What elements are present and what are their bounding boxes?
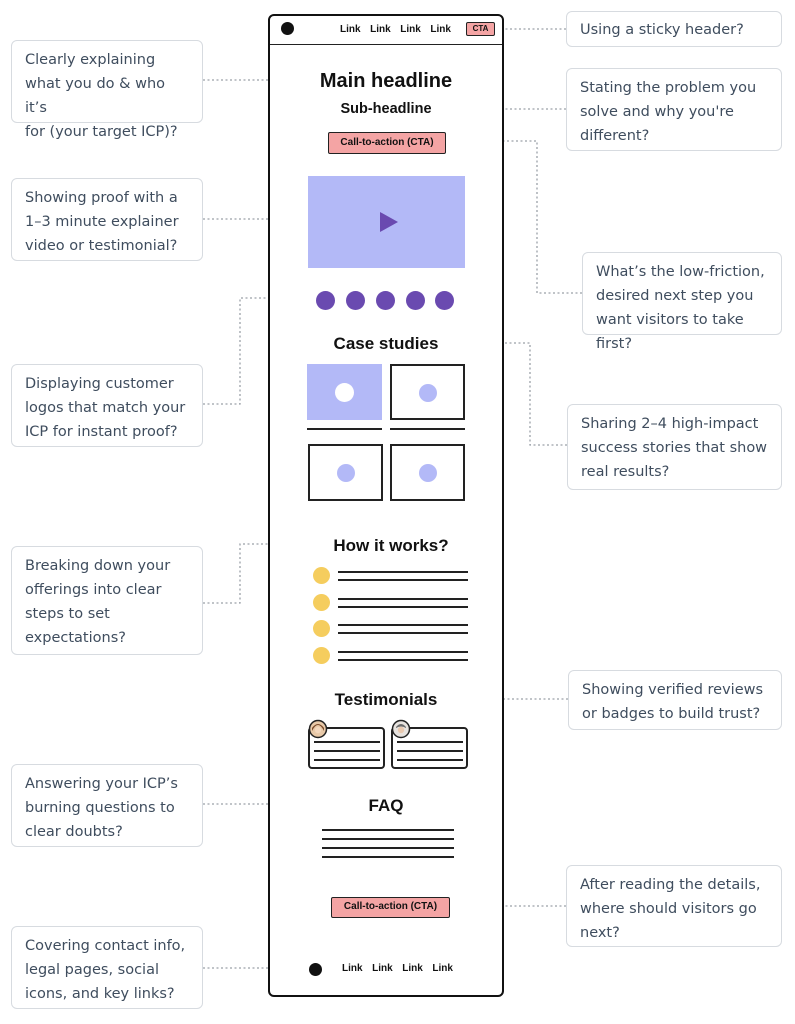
step-line <box>338 598 468 600</box>
note-sub-headline: Stating the problem you solve and why yo… <box>566 68 782 151</box>
note-footer: Covering contact info, legal pages, soci… <box>11 926 203 1009</box>
faq-line <box>322 829 454 831</box>
step-line <box>338 606 468 608</box>
case-study-caption <box>390 428 465 430</box>
step-marker <box>313 620 330 637</box>
avatar-icon <box>391 719 411 739</box>
footer-logo <box>309 963 322 976</box>
sub-headline: Sub-headline <box>340 101 432 117</box>
note-faq: Answering your ICP’s burning questions t… <box>11 764 203 847</box>
header-nav-links[interactable]: Link Link Link Link <box>340 24 451 35</box>
faq-line <box>322 856 454 858</box>
note-sticky-header: Using a sticky header? <box>566 11 782 47</box>
phone-wireframe: Link Link Link Link CTA Main headline Su… <box>268 14 504 997</box>
step-line <box>338 579 468 581</box>
step-marker <box>313 594 330 611</box>
step-marker <box>313 567 330 584</box>
note-explainer-video: Showing proof with a 1–3 minute explaine… <box>11 178 203 261</box>
faq-title: FAQ <box>368 796 404 815</box>
note-main-headline: Clearly explaining what you do & who it’… <box>11 40 203 140</box>
step-line <box>338 651 468 653</box>
case-study-caption <box>307 428 382 430</box>
play-icon[interactable] <box>308 176 465 268</box>
cta-button-top[interactable]: Call-to-action (CTA) <box>328 132 446 154</box>
note-testimonials: Showing verified reviews or badges to bu… <box>568 670 782 730</box>
avatar-icon <box>308 719 328 739</box>
case-study-card[interactable] <box>390 444 465 501</box>
step-line <box>338 624 468 626</box>
connector-logos <box>203 293 313 405</box>
testimonials-title: Testimonials <box>334 690 438 709</box>
header-cta-button[interactable]: CTA <box>466 22 495 36</box>
video-placeholder[interactable] <box>308 176 465 268</box>
connector-case-studies <box>447 338 567 446</box>
case-studies-title: Case studies <box>333 334 439 353</box>
note-case-studies: Sharing 2–4 high-impact success stories … <box>567 404 782 490</box>
cta-button-bottom[interactable]: Call-to-action (CTA) <box>331 897 450 918</box>
step-line <box>338 632 468 634</box>
main-headline: Main headline <box>319 70 453 92</box>
note-cta-bottom: After reading the details, where should … <box>566 865 782 947</box>
note-how-it-works: Breaking down your offerings into clear … <box>11 546 203 655</box>
step-marker <box>313 647 330 664</box>
faq-line <box>322 847 454 849</box>
case-study-card[interactable] <box>308 444 383 501</box>
header-logo <box>281 22 294 35</box>
step-line <box>338 659 468 661</box>
customer-logo <box>316 291 335 310</box>
faq-line <box>322 838 454 840</box>
customer-logo <box>435 291 454 310</box>
note-customer-logos: Displaying customer logos that match you… <box>11 364 203 447</box>
customer-logo <box>346 291 365 310</box>
header-bar <box>270 16 502 45</box>
case-study-card[interactable] <box>307 364 382 420</box>
testimonial-card[interactable] <box>391 727 468 769</box>
case-study-card[interactable] <box>390 364 465 420</box>
footer-links[interactable]: Link Link Link Link <box>342 963 453 974</box>
customer-logo <box>376 291 395 310</box>
customer-logo <box>406 291 425 310</box>
how-it-works-title: How it works? <box>333 536 449 555</box>
step-line <box>338 571 468 573</box>
note-cta-top: What’s the low-friction, desired next st… <box>582 252 782 352</box>
